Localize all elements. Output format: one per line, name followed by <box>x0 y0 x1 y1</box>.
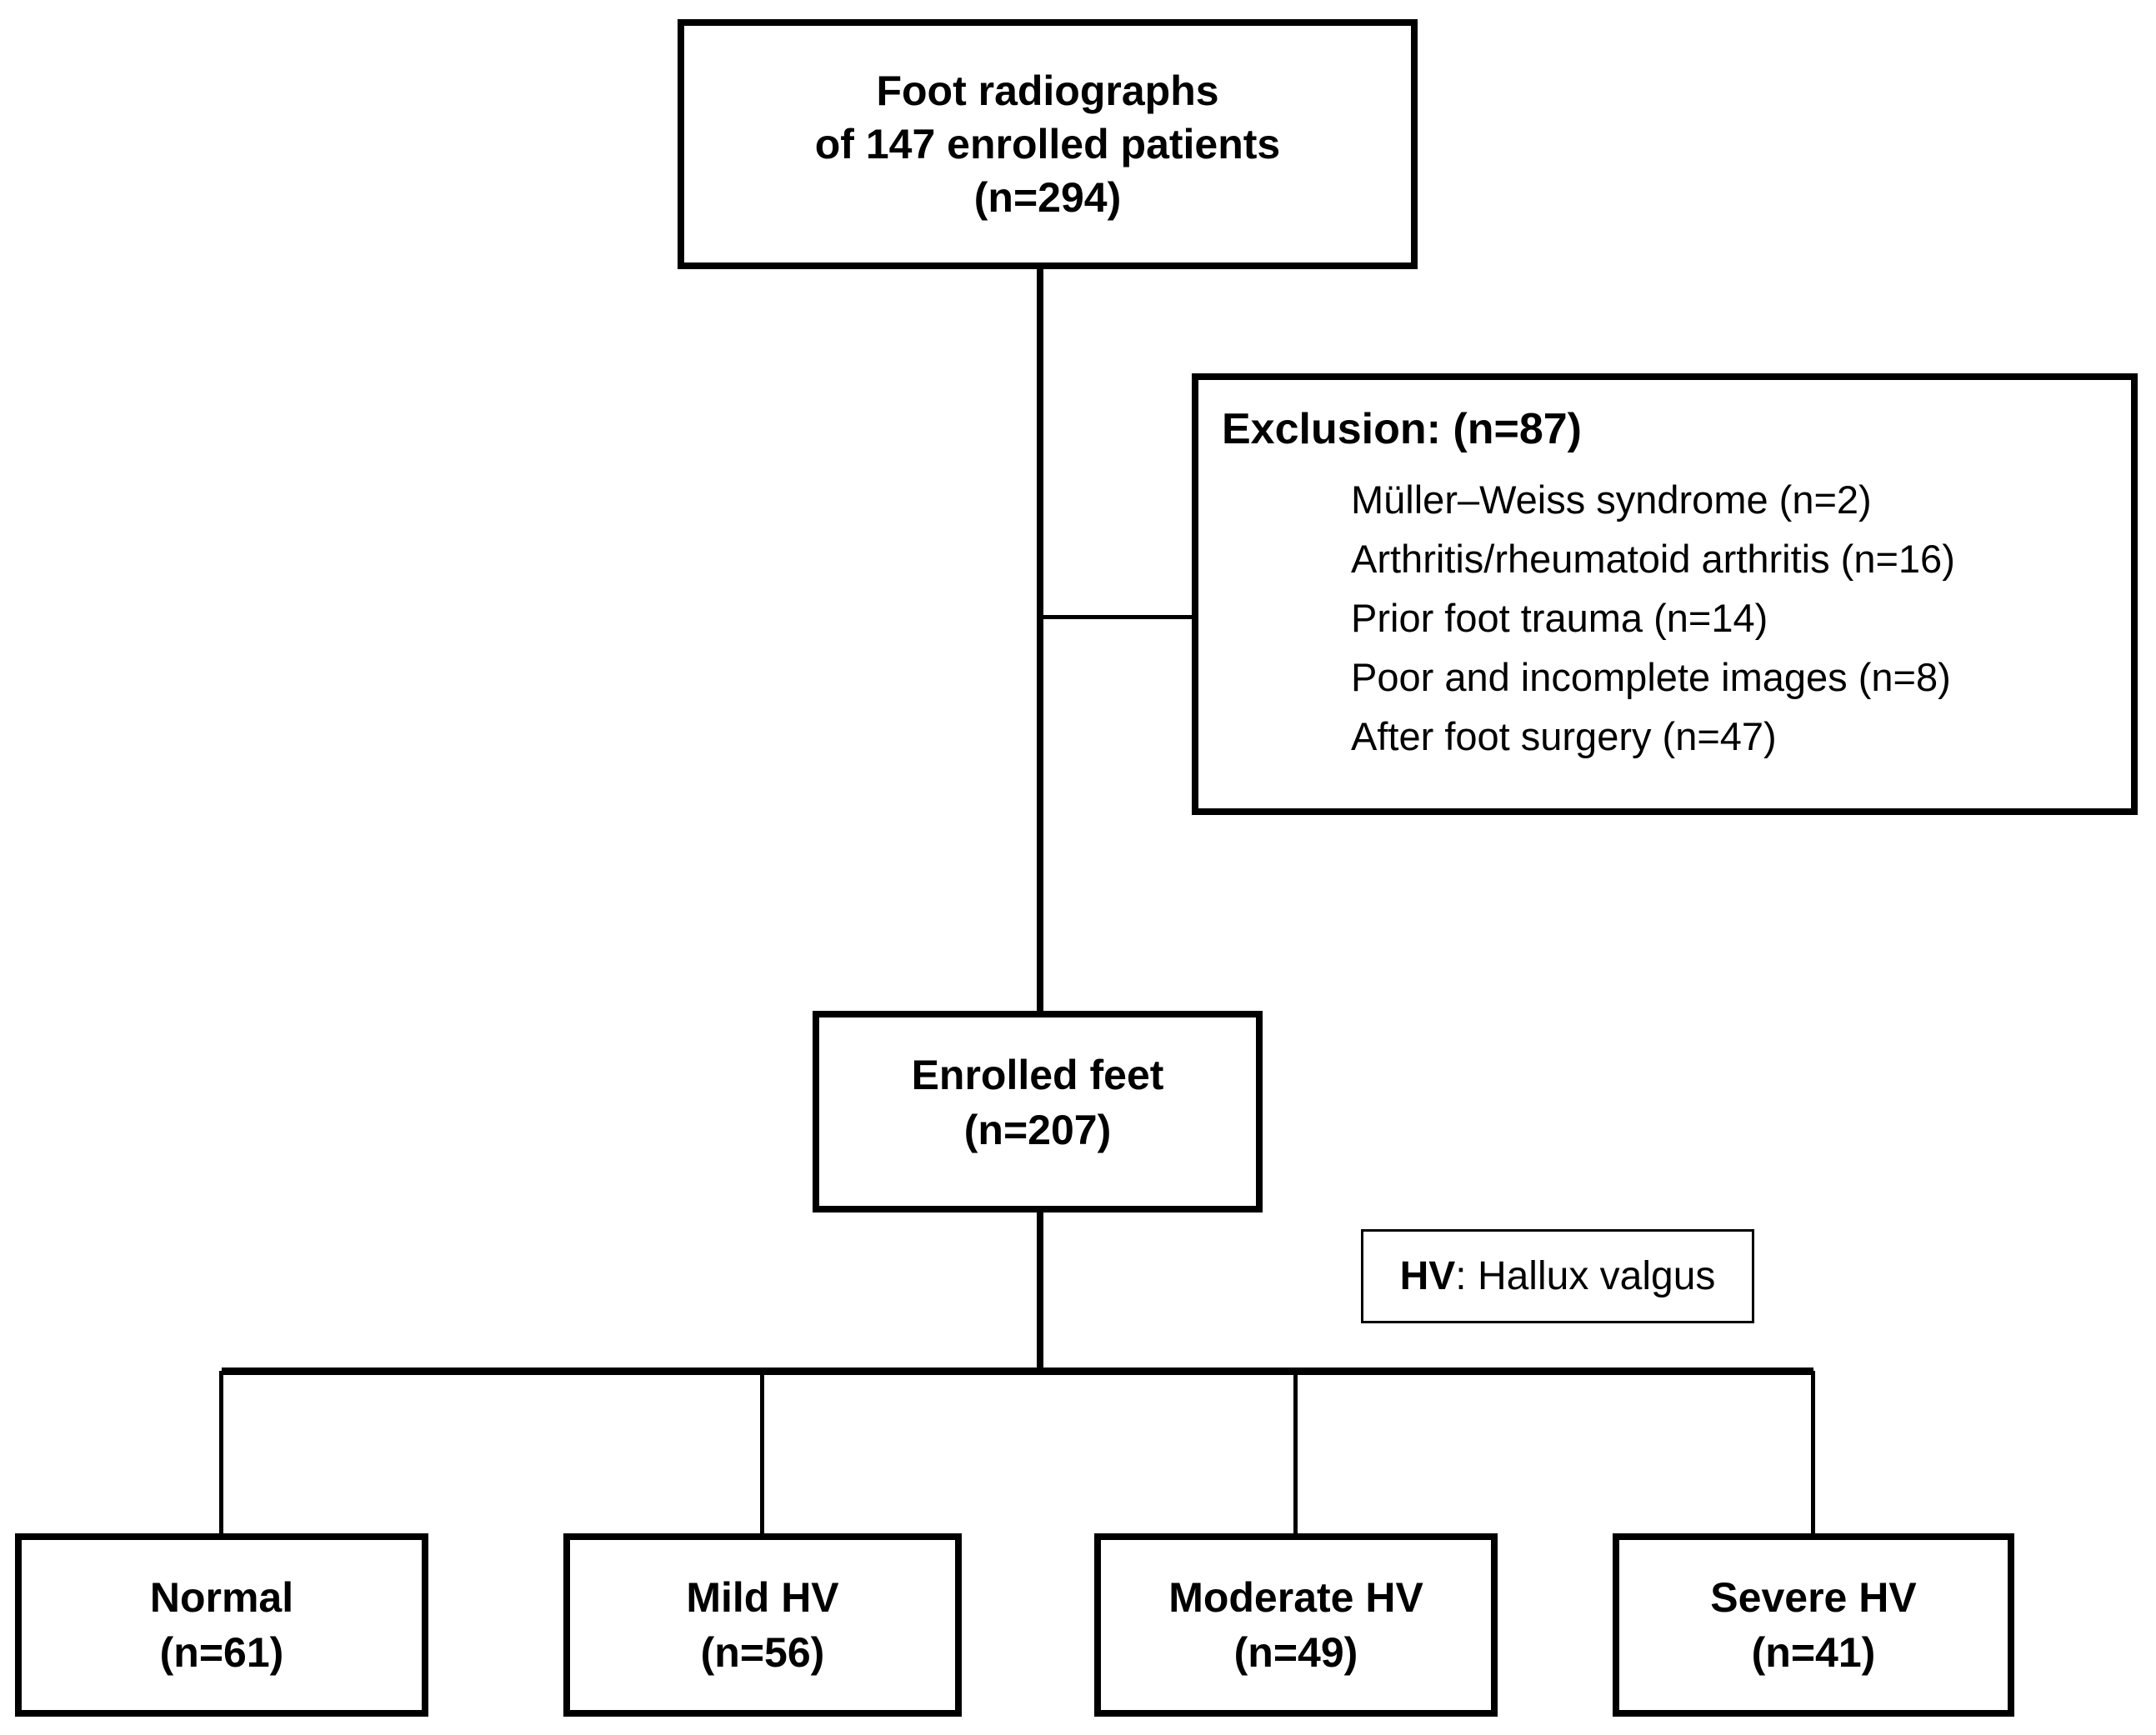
top-box-line2: of 147 enrolled patients <box>814 121 1281 168</box>
enrolled-feet-line1: Enrolled feet <box>911 1052 1164 1098</box>
outcome-box-severe-hv: Severe HV (n=41) <box>1613 1533 2014 1717</box>
exclusion-box: Exclusion: (n=87) Müller–Weiss syndrome … <box>1192 373 2138 815</box>
legend-definition: : Hallux valgus <box>1455 1254 1716 1298</box>
outcome-severe-count: (n=41) <box>1751 1629 1876 1676</box>
branch-line <box>222 1368 1813 1375</box>
exclusion-item: Poor and incomplete images (n=8) <box>1351 655 1951 699</box>
connector-enrolled-to-branch <box>1037 1212 1043 1372</box>
connector-branch-to-normal <box>219 1371 223 1533</box>
connector-to-exclusion <box>1040 615 1209 619</box>
connector-branch-to-mild <box>760 1371 764 1533</box>
top-box-count: (n=294) <box>973 174 1122 221</box>
outcome-box-moderate-hv: Moderate HV (n=49) <box>1094 1533 1498 1717</box>
outcome-severe-label: Severe HV <box>1710 1574 1917 1621</box>
enrolled-feet-box: Enrolled feet (n=207) <box>813 1011 1263 1212</box>
top-box-line1: Foot radiographs <box>876 68 1219 114</box>
exclusion-item: Prior foot trauma (n=14) <box>1351 596 1768 640</box>
outcome-mild-label: Mild HV <box>686 1574 839 1621</box>
connector-branch-to-moderate <box>1293 1371 1298 1533</box>
outcome-moderate-count: (n=49) <box>1233 1629 1358 1676</box>
outcome-normal-count: (n=61) <box>159 1629 284 1676</box>
legend-abbr: HV <box>1399 1254 1456 1298</box>
exclusion-heading: Exclusion: (n=87) <box>1222 405 1582 453</box>
connector-branch-to-severe <box>1811 1371 1815 1533</box>
exclusion-item: Müller–Weiss syndrome (n=2) <box>1351 478 1872 522</box>
legend-box: HV: Hallux valgus <box>1361 1229 1754 1323</box>
outcome-mild-count: (n=56) <box>700 1629 825 1676</box>
exclusion-item: After foot surgery (n=47) <box>1351 714 1777 758</box>
outcome-moderate-label: Moderate HV <box>1168 1574 1423 1621</box>
connector-top-to-enrolled <box>1037 269 1043 1011</box>
enrolled-feet-count: (n=207) <box>963 1107 1112 1153</box>
outcome-box-mild-hv: Mild HV (n=56) <box>563 1533 962 1717</box>
exclusion-item: Arthritis/rheumatoid arthritis (n=16) <box>1351 537 1955 581</box>
outcome-box-normal: Normal (n=61) <box>15 1533 428 1717</box>
outcome-normal-label: Normal <box>149 1574 294 1621</box>
top-box-foot-radiographs: Foot radiographs of 147 enrolled patient… <box>678 19 1418 269</box>
